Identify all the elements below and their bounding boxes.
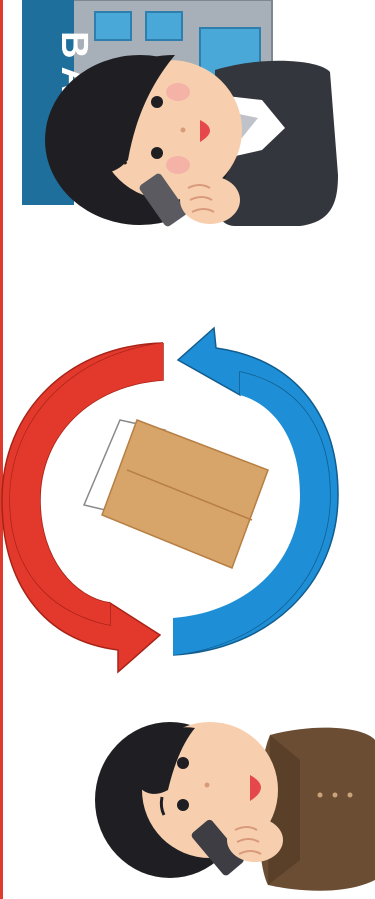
left-edge-line <box>0 0 3 899</box>
document-envelope-icon <box>84 420 268 568</box>
bank-clerk-on-phone-icon <box>45 55 338 228</box>
customer-on-phone-icon <box>95 722 375 891</box>
